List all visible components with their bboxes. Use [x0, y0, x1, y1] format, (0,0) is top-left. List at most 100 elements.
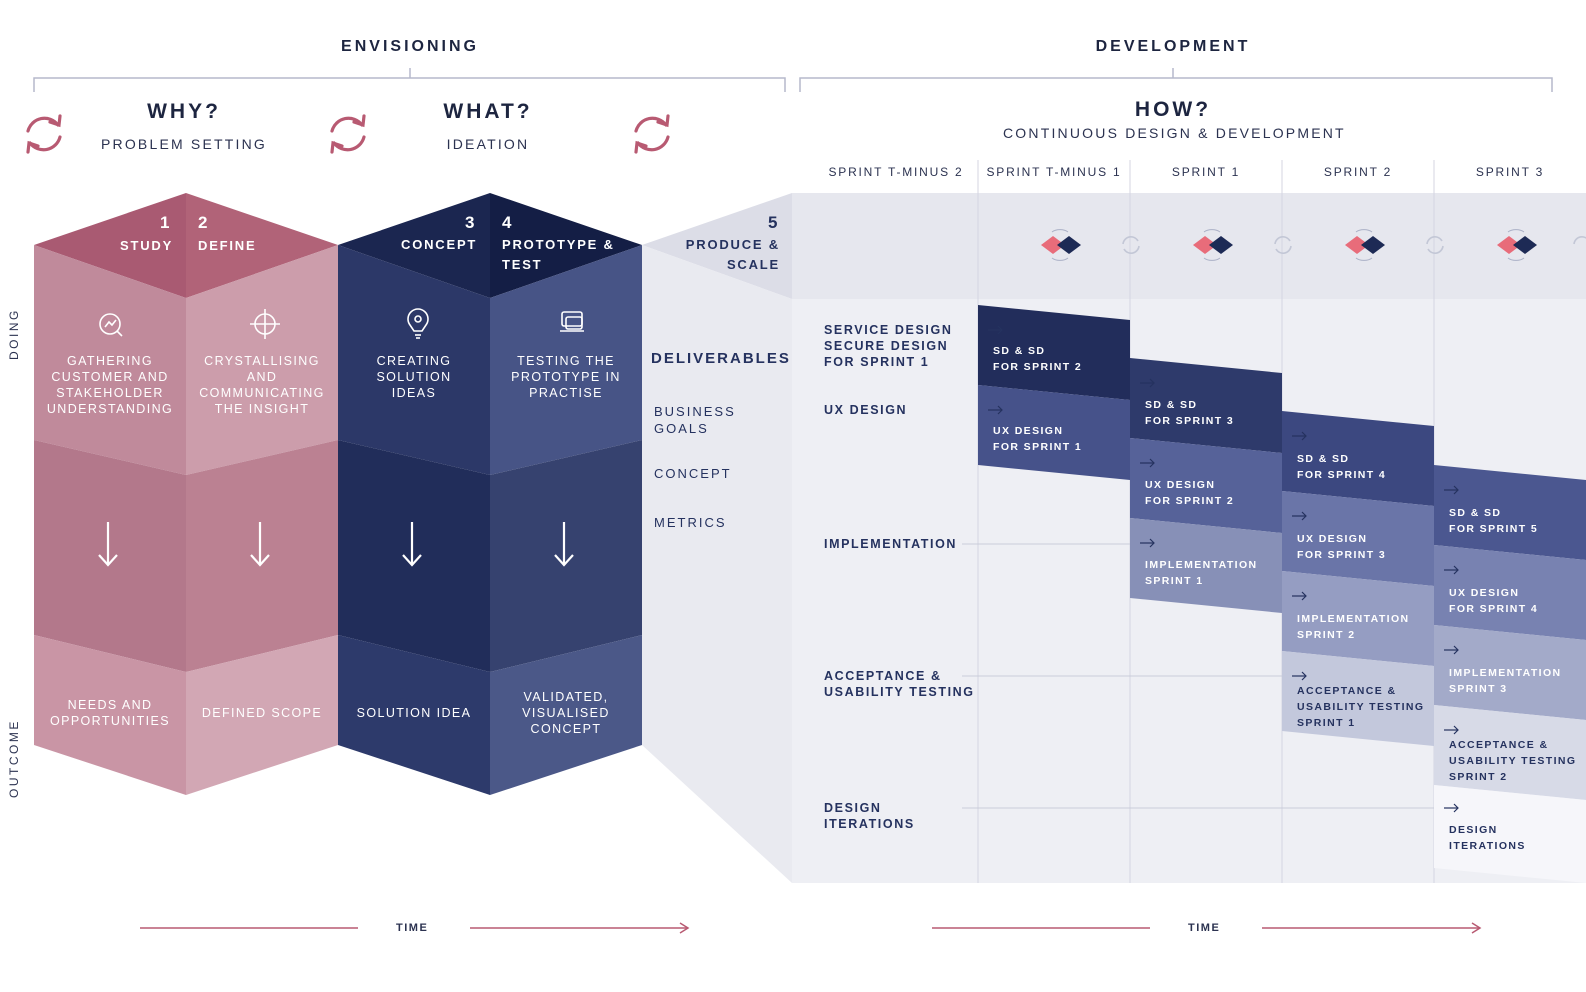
- row-label: FOR SPRINT 1: [824, 355, 930, 369]
- row-label: DESIGN: [824, 801, 882, 815]
- produce-scale-panel: [642, 245, 792, 883]
- outcome-text: DEFINED SCOPE: [201, 706, 323, 720]
- block-label: SPRINT 2: [1449, 771, 1508, 783]
- block-label: FOR SPRINT 5: [1449, 523, 1539, 535]
- lightbulb-icon: [407, 308, 429, 339]
- development-header: DEVELOPMENT: [1095, 38, 1251, 55]
- block-label: UX DESIGN: [1145, 479, 1216, 491]
- block-label: FOR SPRINT 2: [993, 361, 1083, 373]
- block-sd-sprint5: [1434, 465, 1586, 560]
- block-label: DESIGN: [1449, 824, 1498, 836]
- what-title: WHAT?: [443, 100, 533, 123]
- phase-number: 4: [502, 213, 512, 232]
- sprint-header: SPRINT 3: [1475, 165, 1545, 179]
- sprint-header-band: [792, 193, 1586, 299]
- outcome-text: NEEDS AND OPPORTUNITIES: [49, 698, 171, 728]
- deliverable-item: BUSINESS GOALS: [654, 404, 736, 436]
- block-label: SD & SD: [1449, 507, 1502, 519]
- doing-axis-label: DOING: [7, 308, 21, 360]
- what-subtitle: IDEATION: [446, 136, 530, 152]
- activity-text: CRYSTALLISING AND COMMUNICATING THE INSI…: [199, 354, 325, 416]
- block-label: USABILITY TESTING: [1297, 701, 1425, 713]
- block-impl-sprint1: [1130, 518, 1282, 613]
- block-label: SPRINT 1: [1145, 575, 1204, 587]
- activity-text: GATHERING CUSTOMER AND STAKEHOLDER UNDER…: [46, 354, 174, 416]
- phase-concept-column: [338, 193, 490, 795]
- deliverables-title: DELIVERABLES: [651, 350, 791, 367]
- phase-define-column: [186, 193, 338, 795]
- block-label: UX DESIGN: [1297, 533, 1368, 545]
- crosshair-icon: [250, 309, 280, 339]
- how-title: HOW?: [1134, 98, 1212, 121]
- block-label: IMPLEMENTATION: [1297, 613, 1410, 625]
- block-sd-sprint4: [1282, 411, 1434, 506]
- block-label: FOR SPRINT 4: [1449, 603, 1539, 615]
- block-label: FOR SPRINT 3: [1297, 549, 1387, 561]
- outcome-text: SOLUTION IDEA: [356, 706, 472, 720]
- block-ux-sprint3: [1282, 491, 1434, 586]
- phase-label: PROTOTYPE &: [502, 237, 615, 252]
- row-label: IMPLEMENTATION: [824, 537, 958, 551]
- block-label: UX DESIGN: [993, 425, 1064, 437]
- phase-label: DEFINE: [198, 238, 257, 253]
- why-subtitle: PROBLEM SETTING: [100, 136, 268, 152]
- row-guide-lines: [962, 543, 1434, 809]
- row-label: SECURE DESIGN: [824, 339, 949, 353]
- sprint-diamonds: [1041, 229, 1537, 261]
- row-label: ITERATIONS: [824, 817, 915, 831]
- sprint-header: SPRINT T-MINUS 1: [986, 165, 1122, 179]
- block-ux-sprint2: [1130, 438, 1282, 533]
- row-label: ACCEPTANCE &: [824, 669, 942, 683]
- envisioning-header: ENVISIONING: [341, 38, 479, 55]
- activity-text: TESTING THE PROTOTYPE IN PRACTISE: [511, 354, 621, 400]
- block-sd-sprint3: [1130, 358, 1282, 453]
- block-ux-sprint1: [978, 385, 1130, 480]
- sprint-header: SPRINT 2: [1323, 165, 1393, 179]
- time-arrow-right: [932, 922, 1482, 934]
- phase-label: SCALE: [726, 257, 780, 272]
- block-sd-sprint2: [978, 305, 1130, 400]
- block-label: SD & SD: [1297, 453, 1350, 465]
- activity-text: CREATING SOLUTION IDEAS: [376, 354, 452, 400]
- block-label: IMPLEMENTATION: [1145, 559, 1258, 571]
- phase-label: CONCEPT: [401, 237, 478, 252]
- time-label: TIME: [1188, 922, 1221, 934]
- row-label: USABILITY TESTING: [824, 685, 975, 699]
- block-ux-sprint4: [1434, 545, 1586, 640]
- block-impl-sprint3: [1434, 625, 1586, 720]
- phase-number: 1: [160, 213, 170, 232]
- block-test-sprint2: [1434, 705, 1586, 800]
- block-label: ACCEPTANCE &: [1297, 685, 1397, 697]
- block-label: USABILITY TESTING: [1449, 755, 1577, 767]
- outcome-text: VALIDATED, VISUALISED CONCEPT: [522, 690, 610, 736]
- block-label: SPRINT 1: [1297, 717, 1356, 729]
- block-label: FOR SPRINT 1: [993, 441, 1083, 453]
- arrow-icons: [988, 325, 1459, 813]
- time-label: TIME: [396, 922, 429, 934]
- block-test-sprint1: [1282, 651, 1434, 746]
- block-label: ACCEPTANCE &: [1449, 739, 1549, 751]
- small-cycle-icon: [1122, 236, 1586, 254]
- deliverable-item: CONCEPT: [654, 466, 732, 481]
- row-label: SERVICE DESIGN: [824, 323, 953, 337]
- block-label: UX DESIGN: [1449, 587, 1520, 599]
- phase-study-column: [34, 193, 186, 795]
- block-label: ITERATIONS: [1449, 840, 1526, 852]
- phase-number: 3: [465, 213, 475, 232]
- sprint-header: SPRINT T-MINUS 2: [828, 165, 964, 179]
- prototype-chat-icon: [560, 311, 584, 332]
- why-title: WHY?: [147, 100, 221, 123]
- produce-scale-cap: [642, 193, 792, 299]
- phase-prototype-column: [490, 193, 642, 795]
- phase-label: TEST: [502, 257, 543, 272]
- phase-number: 2: [198, 213, 208, 232]
- block-label: SD & SD: [1145, 399, 1198, 411]
- envisioning-bracket: [33, 68, 786, 92]
- cycle-icon: [634, 114, 670, 154]
- outcome-axis-label: OUTCOME: [7, 719, 21, 798]
- block-label: SPRINT 2: [1297, 629, 1356, 641]
- block-impl-sprint2: [1282, 571, 1434, 666]
- chart-search-icon: [99, 313, 123, 337]
